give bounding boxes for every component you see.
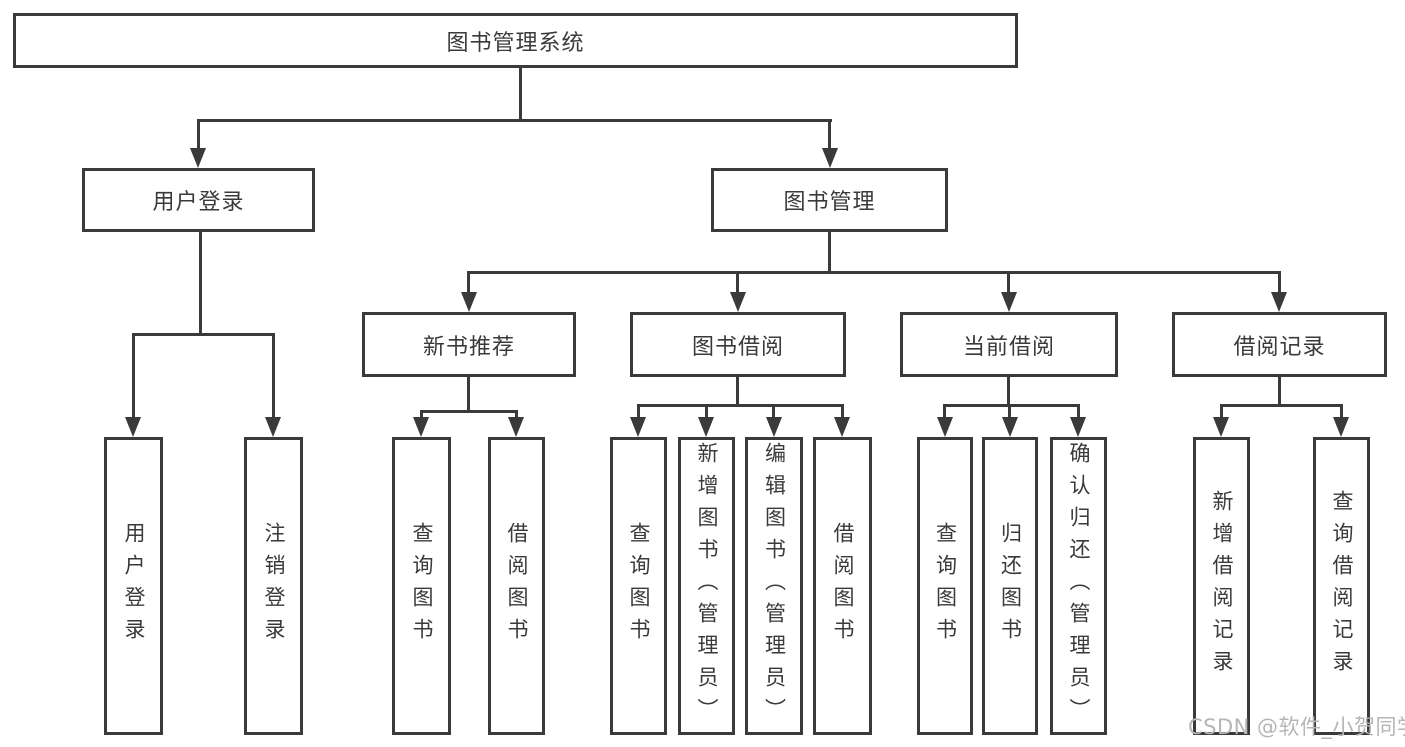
connector-vline xyxy=(1007,271,1010,293)
leaf-add-books-admin: 新增图书（管理员） xyxy=(678,437,735,735)
node-label: 借阅记录 xyxy=(1233,334,1326,360)
connector-vline xyxy=(1278,375,1281,407)
arrowhead-down-icon xyxy=(630,417,646,437)
arrowhead-down-icon xyxy=(413,417,429,437)
connector-vline xyxy=(828,232,831,274)
leaf-label: 查询图书 xyxy=(627,522,651,650)
node-label: 用户登录 xyxy=(152,190,245,215)
arrowhead-down-icon xyxy=(190,148,206,168)
leaf-query-books-recommend: 查询图书 xyxy=(392,437,451,735)
node-label: 新书推荐 xyxy=(422,334,515,360)
leaf-confirm-return-admin: 确认归还（管理员） xyxy=(1050,437,1107,735)
connector-vline xyxy=(1340,404,1343,419)
arrowhead-down-icon xyxy=(822,148,838,168)
arrowhead-down-icon xyxy=(1070,417,1086,437)
arrowhead-down-icon xyxy=(461,292,477,312)
arrowhead-down-icon xyxy=(834,417,850,437)
leaf-label: 借阅图书 xyxy=(831,522,855,650)
connector-vline xyxy=(637,404,640,419)
leaf-query-borrow-record: 查询借阅记录 xyxy=(1313,437,1370,735)
leaf-edit-books-admin: 编辑图书（管理员） xyxy=(745,437,803,735)
connector-vline xyxy=(420,410,423,419)
node-new-book-recommend: 新书推荐 xyxy=(362,312,576,377)
leaf-borrow-books-recommend: 借阅图书 xyxy=(488,437,545,735)
node-book-borrow: 图书借阅 xyxy=(630,312,846,377)
leaf-query-books-current: 查询图书 xyxy=(917,437,973,735)
node-label: 图书管理 xyxy=(783,190,876,215)
node-library-management-system: 图书管理系统 xyxy=(13,13,1018,68)
leaf-query-books-borrow: 查询图书 xyxy=(610,437,667,735)
arrowhead-down-icon xyxy=(1001,292,1017,312)
connector-vline xyxy=(736,375,739,407)
leaf-label: 新增借阅记录 xyxy=(1210,490,1234,682)
connector-vline xyxy=(467,375,470,413)
connector-vline xyxy=(736,271,739,293)
arrowhead-down-icon xyxy=(1213,417,1229,437)
arrowhead-down-icon xyxy=(1333,417,1349,437)
node-book-management: 图书管理 xyxy=(711,168,948,232)
leaf-label: 用户登录 xyxy=(122,522,146,650)
arrowhead-down-icon xyxy=(937,417,953,437)
connector-vline xyxy=(199,232,202,336)
leaf-label: 新增图书（管理员） xyxy=(695,442,719,730)
node-borrow-records: 借阅记录 xyxy=(1172,312,1387,377)
arrowhead-down-icon xyxy=(1002,417,1018,437)
node-user-login: 用户登录 xyxy=(82,168,315,232)
connector-vline xyxy=(1007,375,1010,407)
connector-vline xyxy=(467,271,470,293)
connector-vline xyxy=(772,404,775,419)
leaf-borrow-books: 借阅图书 xyxy=(813,437,872,735)
connector-vline xyxy=(1077,404,1080,419)
node-current-borrow: 当前借阅 xyxy=(900,312,1118,377)
connector-vline xyxy=(272,333,275,418)
arrowhead-down-icon xyxy=(508,417,524,437)
connector-vline xyxy=(519,66,522,120)
csdn-watermark: CSDN @软件_小贺同学 xyxy=(1188,715,1405,739)
node-label: 图书借阅 xyxy=(691,334,784,360)
connector-vline xyxy=(197,119,200,149)
leaf-label: 查询图书 xyxy=(933,522,958,650)
connector-hline xyxy=(420,410,518,413)
connector-vline xyxy=(132,333,135,418)
connector-vline xyxy=(828,119,831,149)
arrowhead-down-icon xyxy=(698,417,714,437)
arrowhead-down-icon xyxy=(730,292,746,312)
connector-hline xyxy=(132,333,275,336)
connector-vline xyxy=(515,410,518,419)
connector-vline xyxy=(705,404,708,419)
node-label: 当前借阅 xyxy=(962,334,1055,360)
connector-vline xyxy=(1278,271,1281,293)
connector-vline xyxy=(1008,404,1011,419)
leaf-label: 注销登录 xyxy=(262,522,286,650)
connector-vline xyxy=(841,404,844,419)
leaf-logout: 注销登录 xyxy=(244,437,303,735)
connector-vline xyxy=(943,404,946,419)
node-label: 图书管理系统 xyxy=(446,30,585,56)
connector-hline xyxy=(943,404,1079,407)
leaf-label: 确认归还（管理员） xyxy=(1067,442,1091,730)
leaf-return-books: 归还图书 xyxy=(982,437,1038,735)
connector-hline xyxy=(197,119,832,122)
leaf-label: 查询图书 xyxy=(410,522,434,650)
connector-hline xyxy=(1220,404,1343,407)
arrowhead-down-icon xyxy=(1271,292,1287,312)
leaf-label: 归还图书 xyxy=(998,522,1023,650)
leaf-label: 查询借阅记录 xyxy=(1330,490,1354,682)
arrowhead-down-icon xyxy=(766,417,782,437)
connector-vline xyxy=(1220,404,1223,419)
arrowhead-down-icon xyxy=(125,417,141,437)
leaf-add-borrow-record: 新增借阅记录 xyxy=(1193,437,1250,735)
leaf-label: 编辑图书（管理员） xyxy=(762,442,787,730)
leaf-user-login: 用户登录 xyxy=(104,437,163,735)
connector-hline xyxy=(637,404,843,407)
arrowhead-down-icon xyxy=(265,417,281,437)
connector-hline xyxy=(467,271,1281,274)
leaf-label: 借阅图书 xyxy=(505,522,529,650)
